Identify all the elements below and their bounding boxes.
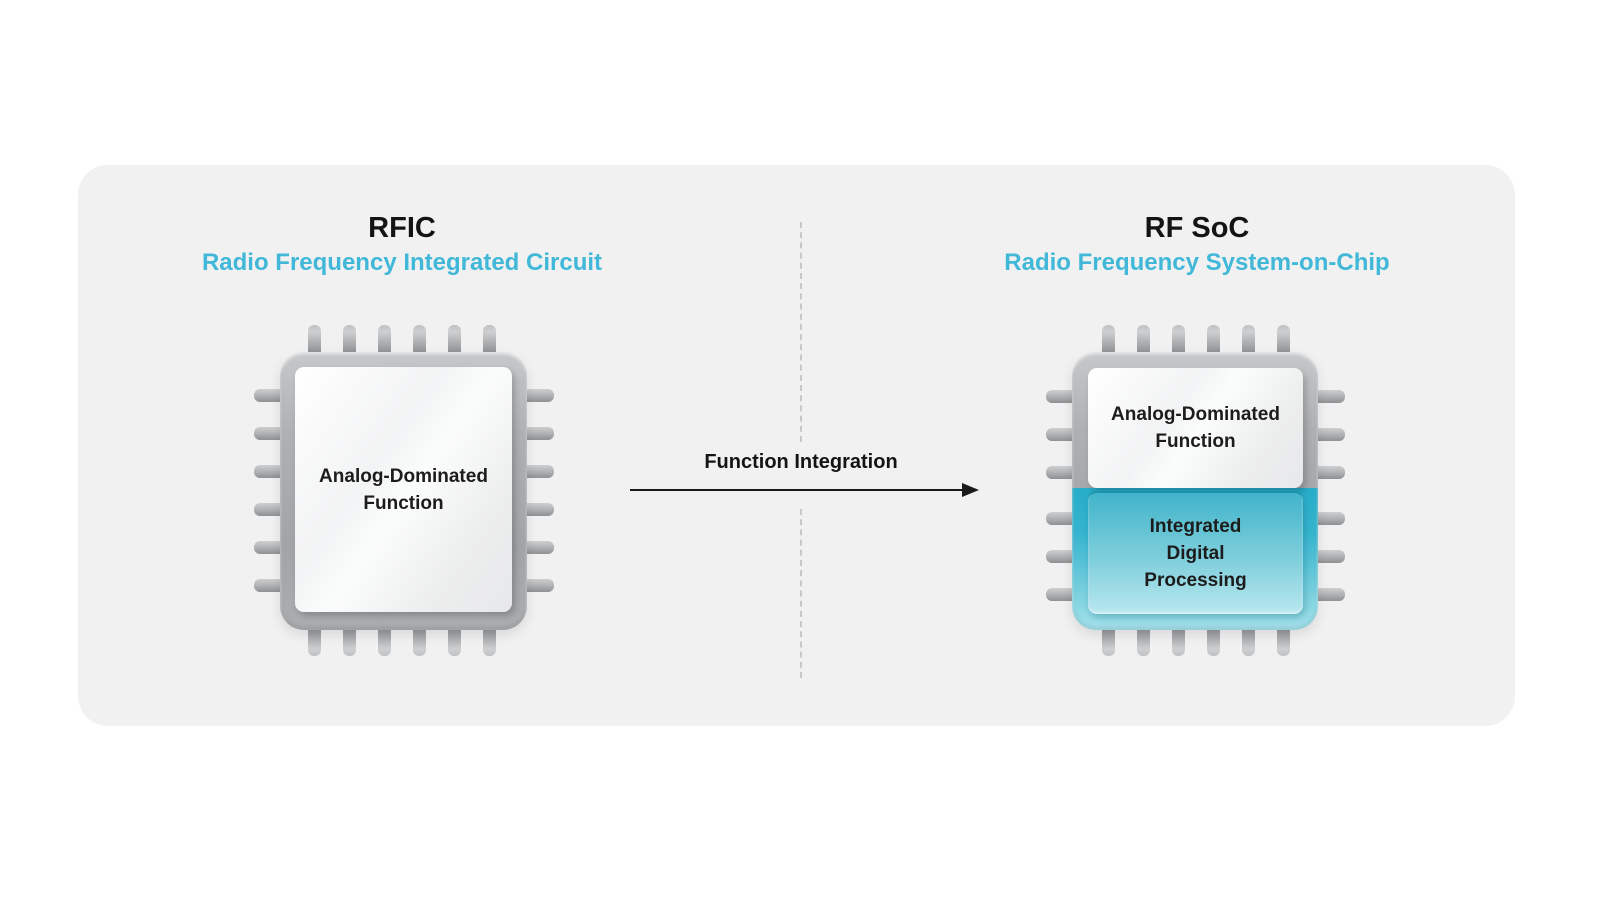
right-chip-digital-panel: Integrated Digital Processing — [1088, 491, 1303, 614]
chip-pin — [254, 389, 282, 402]
chip-pin — [1102, 628, 1115, 656]
right-chip-analog-label: Analog-Dominated Function — [1111, 401, 1280, 455]
chip-pin — [254, 465, 282, 478]
right-chip-digital-line3: Processing — [1144, 570, 1247, 591]
right-chip-analog-line2: Function — [1155, 431, 1236, 452]
right-chip-analog-line1: Analog-Dominated — [1111, 404, 1280, 425]
chip-pin — [254, 503, 282, 516]
chip-pin — [254, 427, 282, 440]
left-title-block: RFIC Radio Frequency Integrated Circuit — [92, 210, 712, 278]
right-title: RF SoC — [1144, 212, 1250, 244]
chip-pin — [413, 628, 426, 656]
chip-pin — [526, 427, 554, 440]
left-chip-label-line1: Analog-Dominated — [319, 465, 488, 487]
chip-pin — [1207, 628, 1220, 656]
chip-pin — [308, 628, 321, 656]
dashed-divider-bottom — [800, 509, 802, 678]
chip-pin — [254, 579, 282, 592]
chip-pin — [526, 541, 554, 554]
chip-pin — [1137, 628, 1150, 656]
chip-pin — [1046, 428, 1074, 441]
chip-pin — [1046, 466, 1074, 479]
chip-pin — [1046, 512, 1074, 525]
chip-pin — [308, 325, 321, 353]
right-chip-digital-label: Integrated Digital Processing — [1144, 513, 1246, 594]
chip-pin — [1046, 588, 1074, 601]
right-subtitle: Radio Frequency System-on-Chip — [1004, 249, 1390, 276]
chip-pin — [448, 628, 461, 656]
right-chip-digital-line2: Digital — [1166, 543, 1225, 564]
chip-pin — [343, 628, 356, 656]
left-chip-label-line2: Function — [363, 492, 444, 514]
chip-pin — [526, 503, 554, 516]
chip-pin — [1277, 325, 1290, 353]
right-title-block: RF SoC Radio Frequency System-on-Chip — [887, 210, 1507, 278]
chip-pin — [1046, 390, 1074, 403]
chip-pin — [526, 465, 554, 478]
chip-pin — [1242, 628, 1255, 656]
left-subtitle: Radio Frequency Integrated Circuit — [201, 249, 603, 276]
left-chip-die: Analog-Dominated Function — [295, 367, 512, 612]
chip-pin — [1317, 428, 1345, 441]
chip-pin — [378, 628, 391, 656]
chip-pin — [1207, 325, 1220, 353]
chip-pin — [413, 325, 426, 353]
chip-pin — [1317, 466, 1345, 479]
chip-pin — [343, 325, 356, 353]
chip-pin — [378, 325, 391, 353]
arrow-line — [630, 489, 964, 491]
function-integration-label: Function Integration — [704, 451, 898, 473]
chip-pin — [1172, 325, 1185, 353]
chip-pin — [526, 389, 554, 402]
chip-pin — [1277, 628, 1290, 656]
chip-pin — [526, 579, 554, 592]
chip-pin — [1317, 512, 1345, 525]
chip-pin — [254, 541, 282, 554]
dashed-divider-top — [800, 222, 802, 442]
arrow-right-icon — [962, 483, 979, 497]
right-chip-digital-line1: Integrated — [1149, 516, 1242, 537]
chip-pin — [1242, 325, 1255, 353]
chip-pin — [1317, 550, 1345, 563]
chip-pin — [483, 628, 496, 656]
chip-pin — [1046, 550, 1074, 563]
left-chip-label: Analog-Dominated Function — [319, 463, 488, 517]
right-chip-analog-panel: Analog-Dominated Function — [1088, 368, 1303, 488]
chip-pin — [448, 325, 461, 353]
chip-pin — [1317, 390, 1345, 403]
chip-pin — [1317, 588, 1345, 601]
chip-pin — [1172, 628, 1185, 656]
left-title: RFIC — [368, 212, 436, 244]
chip-pin — [1137, 325, 1150, 353]
chip-pin — [483, 325, 496, 353]
chip-pin — [1102, 325, 1115, 353]
